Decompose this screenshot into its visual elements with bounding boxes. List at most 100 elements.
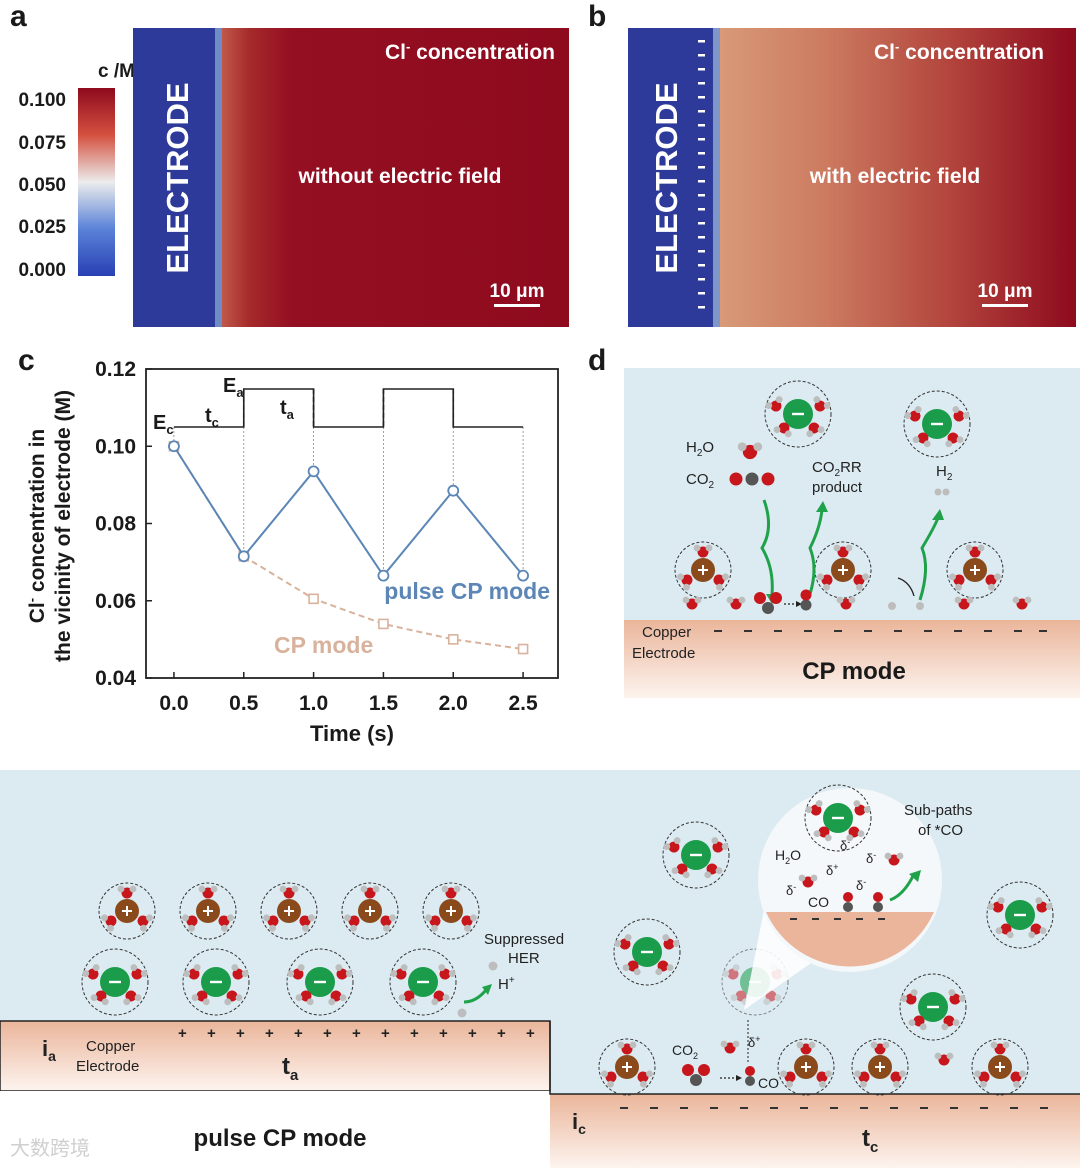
negative-surface-charges [620,1107,1048,1109]
panel-b-label: b [588,0,607,33]
svg-text:+: + [410,1025,419,1042]
svg-text:+: + [323,1025,332,1042]
surface-charges [714,630,1047,632]
electrode-block [628,28,713,327]
adsorbed-co [745,1066,755,1086]
mode-label: CP mode [802,658,906,685]
co2rr-product-label: product [812,479,863,496]
co2-label: CO2 [672,1042,698,1061]
data-point-cp [308,593,319,605]
adsorbed-co [843,892,853,912]
colorbar-tick: 0.000 [18,260,66,281]
field-title: Cl- concentration [385,39,555,64]
suppressed-her-arrow [463,989,488,1004]
co-label: CO [758,1075,779,1091]
x-tick-label: 2.5 [508,692,538,715]
subpath-arrow [889,873,916,902]
colorbar-tick: 0.100 [18,90,66,111]
scalebar-label: 10 μm [978,281,1033,302]
delta-minus-label: δ- [786,882,796,898]
svg-text:+: + [236,1025,245,1042]
series-line-pulse [173,445,524,578]
ta-label: ta [280,397,295,422]
tc-label: tc [205,405,219,430]
delta-minus-label: δ- [840,837,850,853]
panel-a-label: a [10,0,27,33]
co2-molecule [729,472,775,486]
subpaths-co-label: of *CO [918,822,963,839]
scalebar-label: 10 μm [490,281,545,302]
colorbar-tick: 0.025 [18,217,66,238]
y-tick-label: 0.06 [95,590,136,613]
data-point-cp [378,618,389,630]
svg-text:+: + [381,1025,390,1042]
electrode-block [133,28,215,327]
ia-label: ia [42,1036,56,1064]
ta-label: ta [282,1053,299,1084]
svg-text:+: + [439,1025,448,1042]
concentration-field [720,28,1076,327]
product-arrow [808,509,824,595]
delta-minus-label: δ- [866,850,876,866]
x-tick-label: 1.5 [369,692,399,715]
y-tick-label: 0.04 [95,667,136,690]
data-point-pulse [168,440,180,453]
x-tick-label: 2.0 [439,692,468,715]
data-point-pulse [517,569,529,582]
series-label-pulse: pulse CP mode [384,578,550,604]
electrode-label-line1: Copper [86,1038,135,1055]
colorbar-tick: 0.050 [18,175,66,196]
concentration-field [222,28,569,327]
svg-text:+: + [526,1025,535,1042]
x-tick-label: 0.0 [159,692,188,715]
panel-d: H2O CO2 CO2RR product H2 Copper Electrod… [624,368,1080,698]
delta-minus-label: δ- [856,877,866,893]
svg-text:+: + [207,1025,216,1042]
x-axis-label: Time (s) [310,721,394,746]
y-axis-label-line2: the vicinity of electrode (M) [52,390,75,662]
field-title: Cl- concentration [874,39,1044,64]
ic-label: ic [572,1109,586,1137]
surface-charges [698,40,705,309]
electrode-label: ELECTRODE [649,82,684,273]
panel-d-label: d [588,344,607,377]
svg-text:+: + [468,1025,477,1042]
panel-b: ELECTRODE Cl- concentration with electri… [628,28,1076,327]
subpaths-label: Sub-paths [904,802,972,819]
y-axis-label-line1: Cl- concentration in [24,429,49,624]
y-tick-label: 0.08 [95,513,136,536]
svg-text:+: + [352,1025,361,1042]
data-point-cp [447,634,459,645]
data-point-pulse [447,484,460,497]
positive-surface-charges: ++++ ++++ ++++ + [178,1025,535,1042]
series-line-cp [173,445,524,651]
electrode-label-line2: Electrode [76,1058,139,1075]
h2-label: H2 [936,463,953,483]
field-caption: with electric field [809,165,980,188]
electrode-label-line1: Copper [642,624,691,641]
watermark: 大数跨境 [10,1136,90,1160]
x-tick-label: 0.5 [229,692,259,715]
svg-text:+: + [265,1025,274,1042]
y-tick-label: 0.10 [95,435,136,458]
svg-text:+: + [497,1025,506,1042]
data-point-cp [517,643,529,655]
copper-electrode [624,620,1080,698]
co2rr-label: CO2RR [812,459,862,479]
electrode-label: ELECTRODE [160,82,195,273]
hplus-label: H+ [498,975,515,993]
scalebar [982,304,1028,307]
inset-h2o-label: H2O [775,847,801,866]
suppressed-label: Suppressed [484,931,564,948]
adsorbed-co [873,892,883,912]
co2-label: CO2 [686,471,715,491]
co2-molecule [682,1064,710,1086]
inset-co-label: CO [808,894,829,910]
data-point-pulse [307,465,320,478]
ec-label: Ec [153,412,174,437]
tc-label: tc [862,1125,878,1156]
series-label-cp: CP mode [274,632,373,658]
delta-plus-label: δ+ [826,862,839,878]
colorbar-tick: 0.075 [18,133,66,154]
